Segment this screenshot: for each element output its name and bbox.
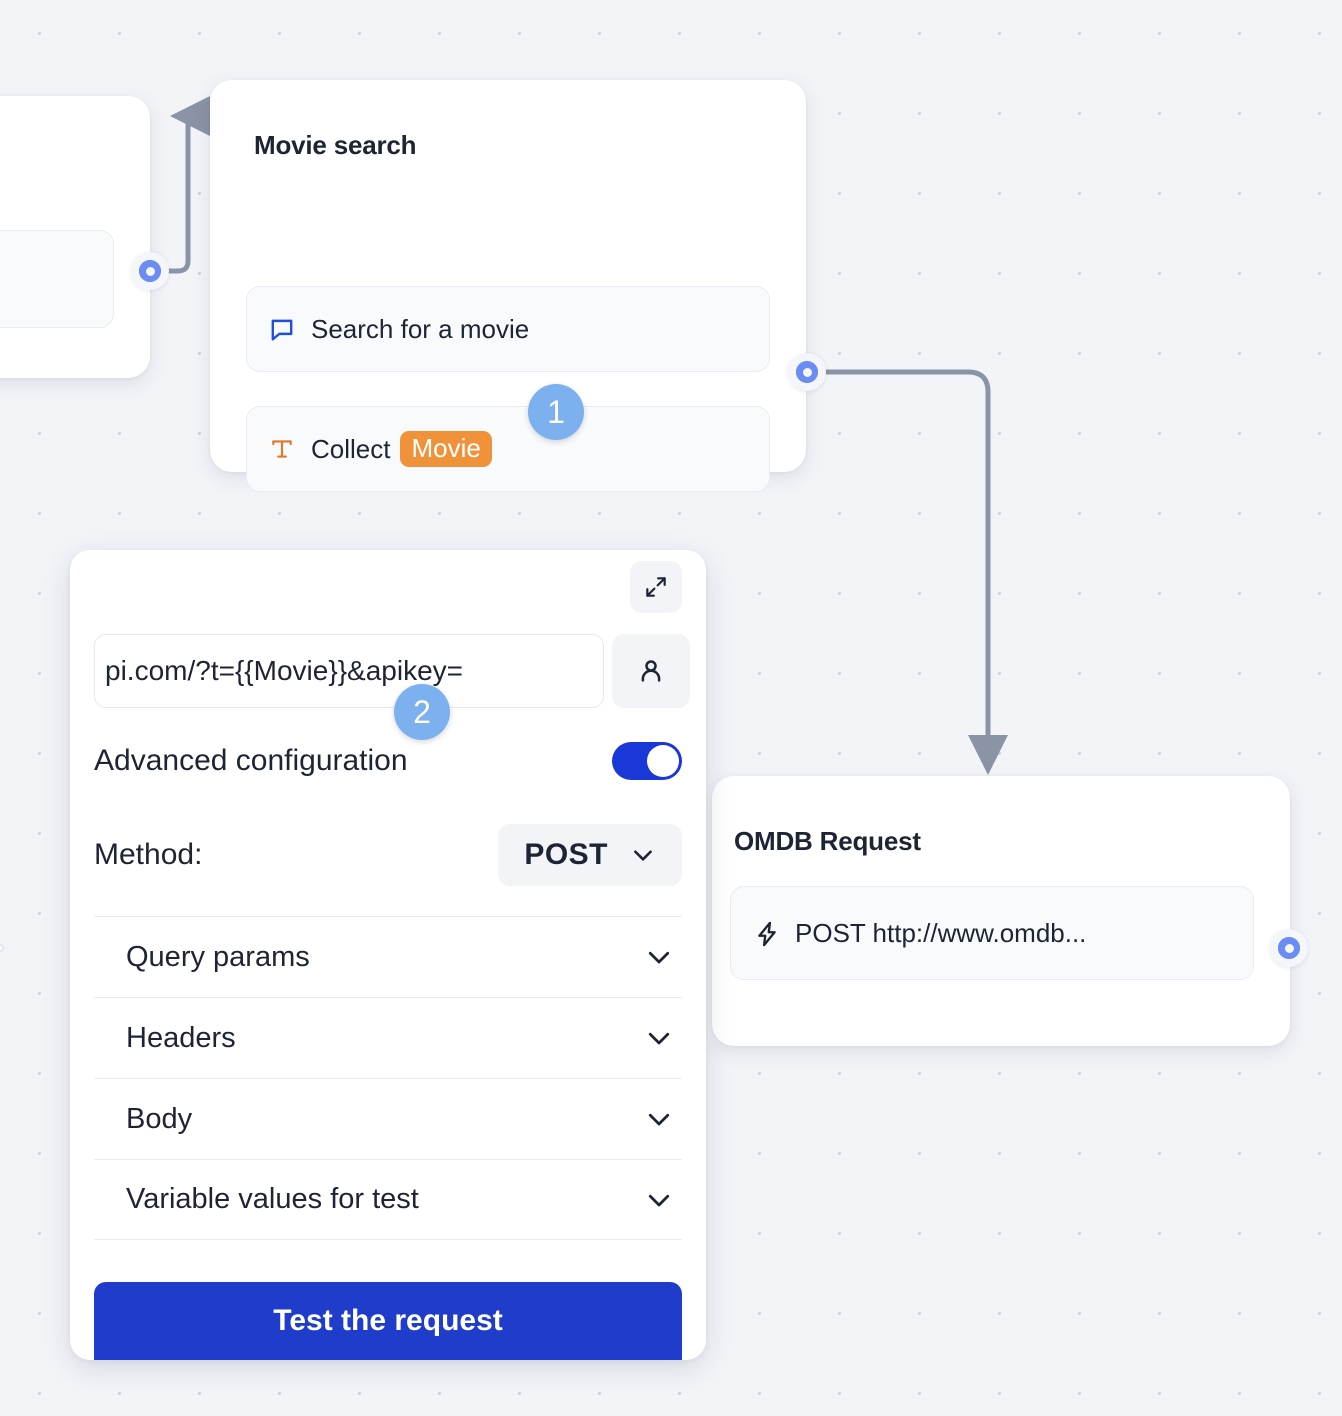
handle-hole xyxy=(1284,943,1294,953)
edge-left-to-movie xyxy=(165,96,210,274)
accordion-item-variable-values-for-test[interactable]: Variable values for test xyxy=(94,1159,682,1240)
step-badge-2: 2 xyxy=(394,684,450,740)
connection-handle-movie-search-output[interactable] xyxy=(788,353,826,391)
advanced-configuration-label: Advanced configuration xyxy=(94,744,408,777)
node-row-label: Search for a movie xyxy=(311,313,530,344)
advanced-configuration-row[interactable]: Advanced configuration xyxy=(94,742,682,780)
chevron-down-icon xyxy=(648,1032,670,1045)
request-url-input[interactable] xyxy=(94,634,604,708)
expand-diagonal-icon xyxy=(646,577,666,597)
auth-user-button[interactable] xyxy=(612,634,690,708)
accordion-label: Body xyxy=(126,1102,193,1135)
expand-panel-button[interactable] xyxy=(630,561,682,613)
message-bubble-icon xyxy=(269,316,295,342)
text-type-icon xyxy=(269,436,295,462)
handle-hole xyxy=(145,266,155,276)
person-icon xyxy=(641,660,661,682)
method-value: POST xyxy=(524,838,608,871)
node-omdb-request[interactable]: OMDB Request POST http://www.omdb... xyxy=(712,776,1290,1046)
method-label: Method: xyxy=(94,838,203,871)
test-the-request-button[interactable]: Test the request xyxy=(94,1282,682,1360)
variable-chip-movie[interactable]: Movie xyxy=(400,431,492,467)
chevron-down-icon xyxy=(648,1113,670,1126)
accordion-label: Variable values for test xyxy=(126,1183,419,1215)
request-config-panel[interactable]: Advanced configuration Method: POST Quer… xyxy=(70,550,706,1360)
edge-movie-to-omdb xyxy=(824,369,1008,775)
node-row-label-collect: Collect Movie xyxy=(311,431,492,467)
method-select[interactable]: POST xyxy=(498,824,682,886)
step-badge-1: 1 xyxy=(528,384,584,440)
chevron-down-icon xyxy=(648,951,670,964)
chevron-down-icon xyxy=(634,850,652,861)
connection-handle-omdb-output[interactable] xyxy=(1270,929,1308,967)
accordion-label: Headers xyxy=(126,1021,236,1054)
accordion-list: Query params Headers Body Variable value… xyxy=(94,916,682,1240)
accordion-item-query-params[interactable]: Query params xyxy=(94,916,682,997)
url-row[interactable] xyxy=(94,634,690,708)
handle-hole xyxy=(802,367,812,377)
accordion-item-body[interactable]: Body xyxy=(94,1078,682,1159)
toggle-knob xyxy=(647,745,679,777)
node-movie-search[interactable]: Movie search Search for a movie xyxy=(210,80,806,492)
node-row-collect-movie[interactable]: Collect Movie xyxy=(246,406,770,492)
lightning-bolt-icon xyxy=(753,920,779,947)
collect-label: Collect xyxy=(311,433,391,464)
chevron-down-icon xyxy=(648,1194,670,1206)
node-row-label: POST http://www.omdb... xyxy=(795,917,1087,948)
omdb-target-chevron-icon xyxy=(0,942,6,954)
advanced-configuration-toggle[interactable] xyxy=(612,742,682,780)
connection-handle-left-node[interactable] xyxy=(131,252,169,290)
accordion-item-headers[interactable]: Headers xyxy=(94,997,682,1078)
node-omdb-request-title: OMDB Request xyxy=(734,826,921,856)
node-row-post-request[interactable]: POST http://www.omdb... xyxy=(730,886,1254,980)
node-movie-search-title: Movie search xyxy=(254,130,417,160)
partial-node-row[interactable] xyxy=(0,230,114,328)
node-row-search-for-a-movie[interactable]: Search for a movie xyxy=(246,286,770,372)
accordion-label: Query params xyxy=(126,940,310,973)
method-row: Method: POST xyxy=(94,824,682,886)
partial-node-left[interactable] xyxy=(0,96,150,378)
